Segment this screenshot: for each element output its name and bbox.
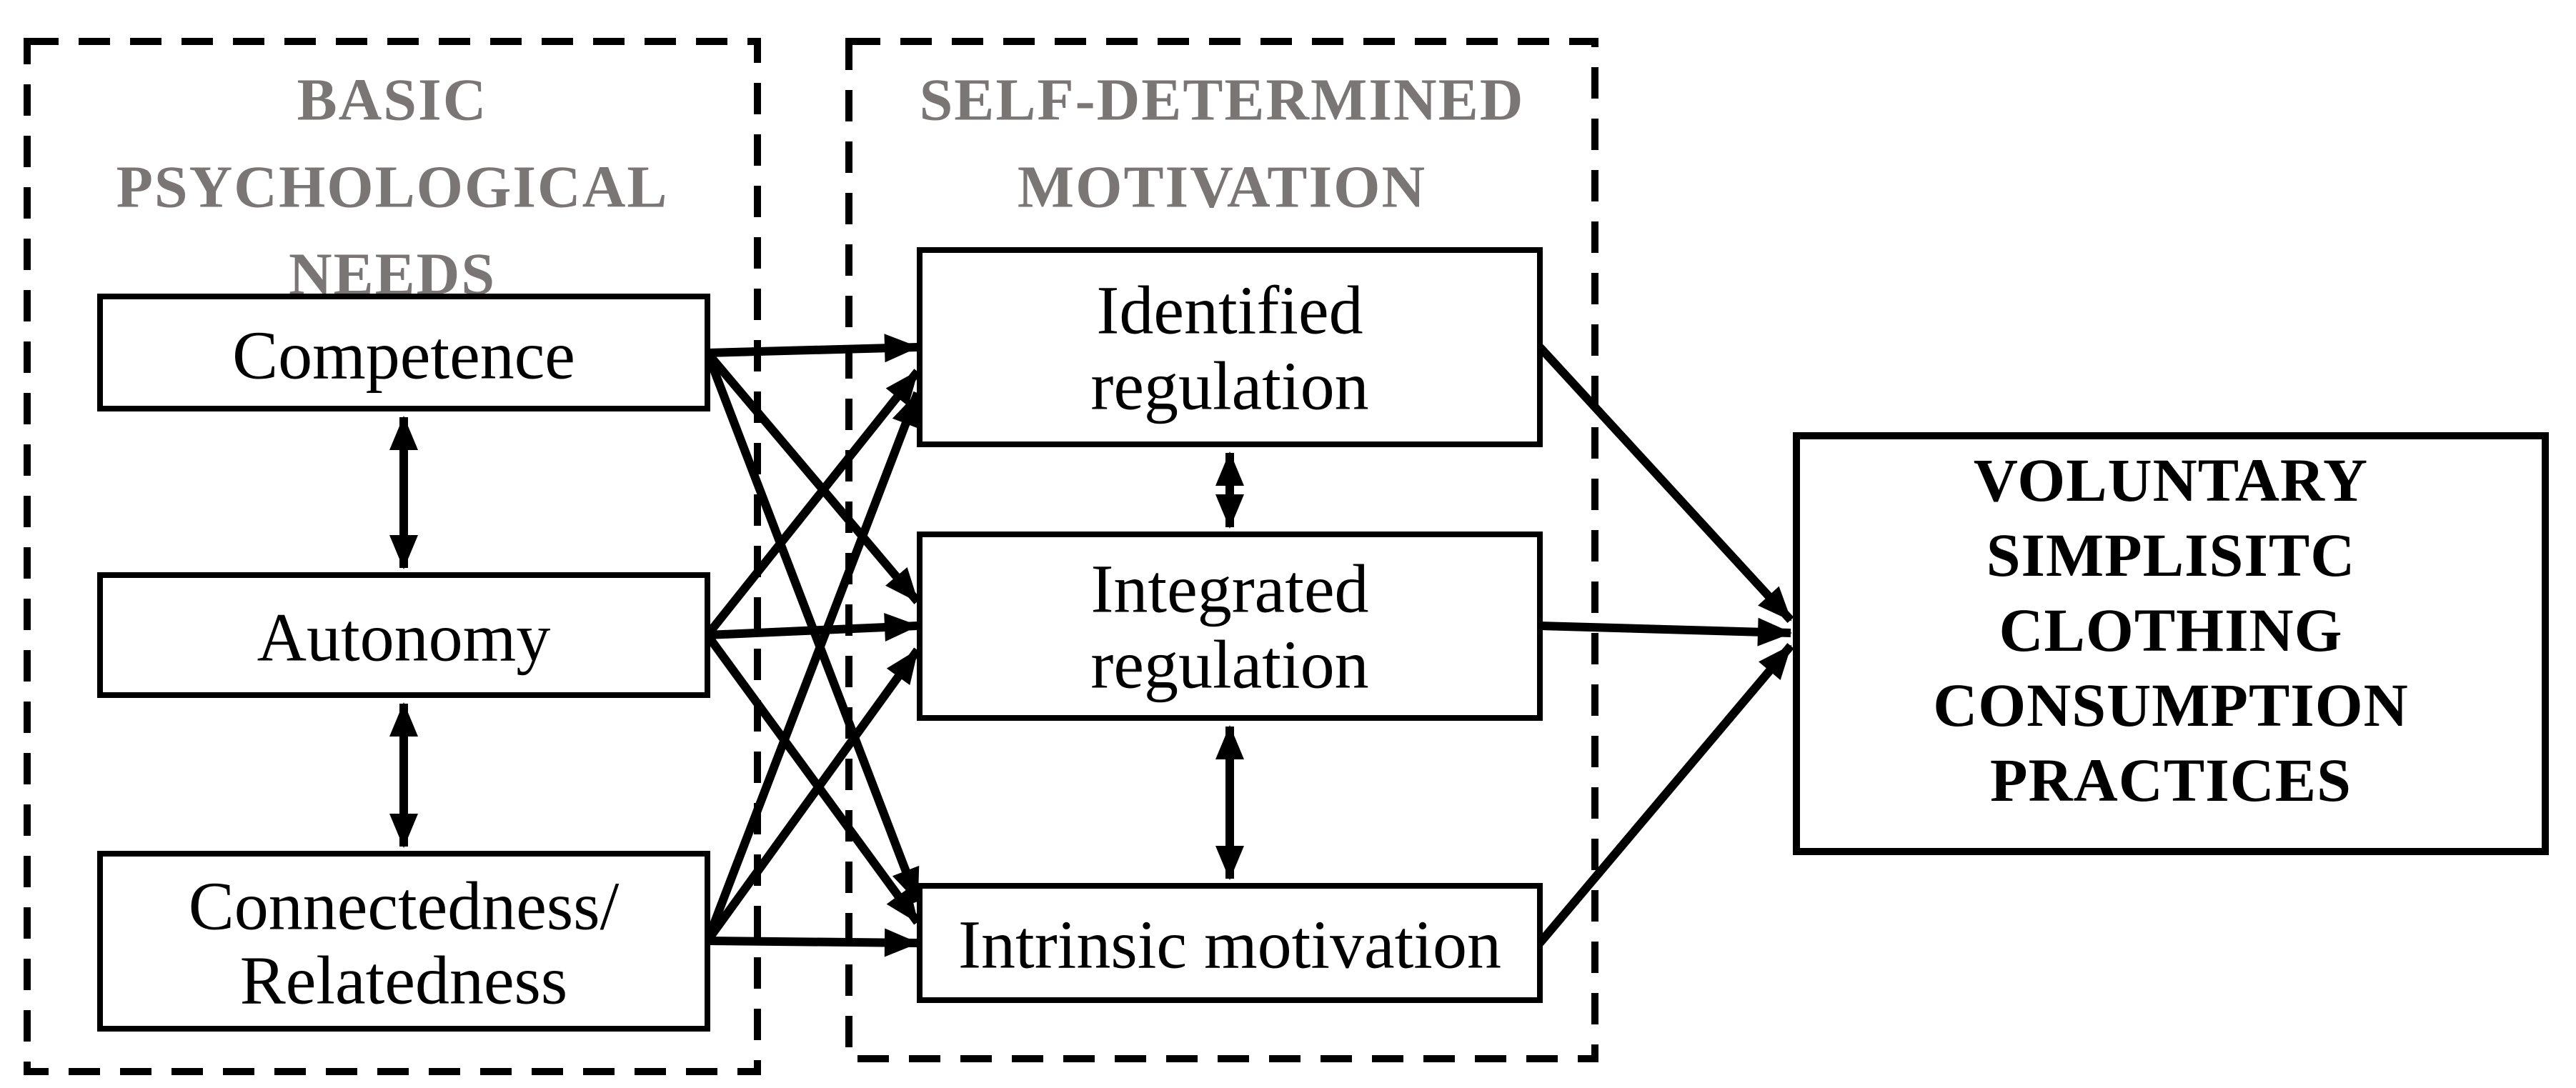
intrinsic-motivation-box <box>917 883 1543 1003</box>
outcome-box <box>1793 432 2549 855</box>
connectedness-label-line-1: Connectedness/ <box>189 868 620 944</box>
arrow-identified-to-outcome <box>1536 344 1794 624</box>
competence-box <box>97 294 710 411</box>
integrated-regulation-box <box>917 531 1543 721</box>
basic-needs-title: BASIC PSYCHOLOGICAL NEEDS <box>116 67 669 308</box>
outcome-label-line-4: CONSUMPTION <box>1933 671 2409 739</box>
connectedness-node: Connectedness/ Relatedness <box>97 851 710 1032</box>
arrow-autonomy-to-intrinsic <box>704 632 921 925</box>
competence-label: Competence <box>232 317 575 394</box>
identified-regulation-box <box>917 247 1543 447</box>
integrated-regulation-label-line-1: Integrated <box>1090 551 1368 627</box>
intrinsic-motivation-node: Intrinsic motivation <box>917 883 1543 1003</box>
outcome-node: VOLUNTARY SIMPLISITC CLOTHING CONSUMPTIO… <box>1793 432 2549 855</box>
outcome-label-line-2: SIMPLISITC <box>1986 521 2356 589</box>
integrated-regulation-node: Integrated regulation <box>917 531 1543 721</box>
arrow-connectedness-to-intrinsic <box>707 928 919 957</box>
outcome-label-line-1: VOLUNTARY <box>1974 446 2368 514</box>
basic-needs-title-line-2: PSYCHOLOGICAL <box>116 154 669 221</box>
arrow-competence-to-identified <box>707 334 919 363</box>
integrated-regulation-label-line-2: regulation <box>1090 627 1368 703</box>
autonomy-label: Autonomy <box>257 599 551 676</box>
arrow-competence-to-integrated <box>704 350 921 604</box>
outcome-label-line-5: PRACTICES <box>1990 746 2352 814</box>
identified-regulation-node: Identified regulation <box>917 247 1543 447</box>
needs-to-motivation-arrows <box>703 334 922 957</box>
competence-node: Competence <box>97 294 710 411</box>
autonomy-node: Autonomy <box>97 572 710 698</box>
self-determined-motivation-title-line-2: MOTIVATION <box>1018 154 1426 221</box>
basic-needs-group-border <box>24 38 761 1075</box>
arrow-autonomy-to-integrated <box>707 613 919 642</box>
identified-regulation-label-line-2: regulation <box>1090 348 1368 424</box>
autonomy-box <box>97 572 710 698</box>
motivation-to-outcome-arrows <box>1536 344 1794 946</box>
self-determined-motivation-title: SELF-DETERMINED MOTIVATION <box>920 67 1525 221</box>
arrow-connectedness-to-identified <box>703 391 922 943</box>
self-determined-motivation-group-border <box>845 38 1598 1062</box>
arrow-connectedness-to-integrated <box>704 647 921 944</box>
self-determined-motivation-title-line-1: SELF-DETERMINED <box>920 67 1525 134</box>
bidirectional-arrows <box>389 416 1244 880</box>
arrow-autonomy-to-identified <box>704 369 921 638</box>
identified-regulation-label-line-1: Identified <box>1096 272 1363 349</box>
basic-needs-title-line-1: BASIC <box>297 67 488 134</box>
connectedness-label-line-2: Relatedness <box>240 942 568 1019</box>
arrow-integrated-to-outcome <box>1539 617 1792 647</box>
arrow-intrinsic-to-outcome <box>1536 643 1794 946</box>
outcome-label-line-3: CLOTHING <box>1999 596 2342 664</box>
intrinsic-motivation-label: Intrinsic motivation <box>958 907 1501 983</box>
connectedness-box <box>97 851 710 1032</box>
